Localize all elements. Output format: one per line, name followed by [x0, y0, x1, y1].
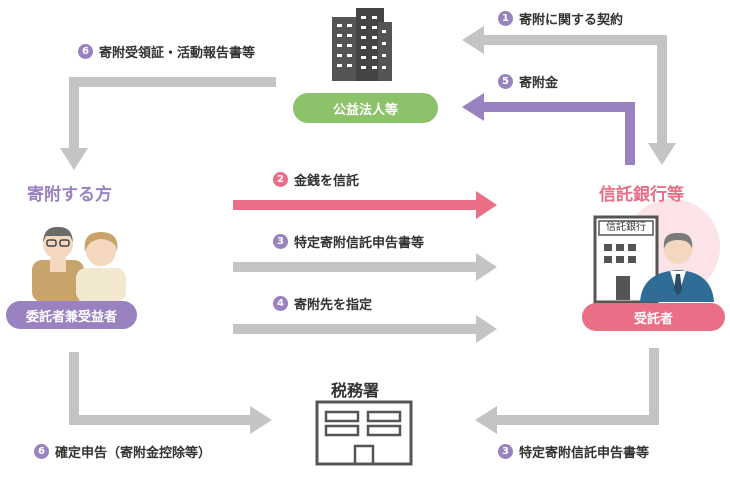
step-1-label: 1 寄附に関する契約	[498, 9, 623, 28]
step-5-label: 5 寄附金	[498, 72, 558, 91]
step-6-top-label: 6 寄附受領証・活動報告書等	[78, 42, 255, 61]
donor-role-badge: 委託者兼受益者	[6, 301, 137, 329]
arrow-designation	[233, 315, 497, 343]
banker-icon	[593, 199, 720, 304]
arrow-contract	[462, 26, 676, 165]
step-text: 特定寄附信託申告書等	[294, 236, 425, 251]
office-building-icon	[332, 8, 392, 81]
bank-sign: 信託銀行	[606, 222, 646, 233]
tax-office-title: 税務署	[331, 381, 380, 400]
public-corp-badge: 公益法人等	[293, 93, 438, 123]
donor-title: 寄附する方	[27, 185, 112, 205]
step-text: 確定申告（寄附金控除等）	[55, 446, 212, 461]
arrow-bank-declaration	[475, 348, 659, 434]
arrow-declaration	[233, 253, 497, 281]
step-number-badge: 4	[273, 296, 288, 311]
step-4-label: 4 寄附先を指定	[273, 294, 372, 313]
step-3-label: 3 特定寄附信託申告書等	[273, 232, 424, 251]
arrow-receipt	[60, 77, 276, 170]
donor-role-label: 委託者兼受益者	[25, 309, 117, 325]
step-number-badge: 3	[273, 234, 288, 249]
bank-role-label: 受託者	[633, 311, 673, 327]
step-number-badge: 6	[34, 444, 49, 459]
step-text: 金銭を信託	[294, 174, 360, 189]
step-number-badge: 1	[498, 11, 513, 26]
elderly-couple-icon	[32, 226, 126, 302]
step-text: 寄附に関する契約	[519, 13, 624, 28]
step-6-bottom-label: 6 確定申告（寄附金控除等）	[34, 442, 211, 461]
step-number-badge: 5	[498, 74, 513, 89]
step-text: 寄附受領証・活動報告書等	[99, 46, 256, 61]
step-text: 寄附先を指定	[294, 298, 373, 313]
arrow-trust-money	[233, 191, 497, 219]
step-2-label: 2 金銭を信託	[273, 170, 359, 189]
step-number-badge: 3	[498, 444, 513, 459]
step-text: 特定寄附信託申告書等	[519, 446, 650, 461]
step-number-badge: 6	[78, 44, 93, 59]
step-number-badge: 2	[273, 172, 288, 187]
bank-title: 信託銀行等	[599, 185, 684, 205]
arrow-tax-return	[69, 352, 272, 434]
tax-office-building-icon	[315, 400, 413, 466]
public-corp-label: 公益法人等	[332, 102, 398, 118]
bank-role-badge: 受託者	[582, 303, 725, 331]
step-3-bottom-label: 3 特定寄附信託申告書等	[498, 442, 649, 461]
arrow-donation-money	[462, 93, 635, 165]
step-text: 寄附金	[519, 76, 559, 91]
